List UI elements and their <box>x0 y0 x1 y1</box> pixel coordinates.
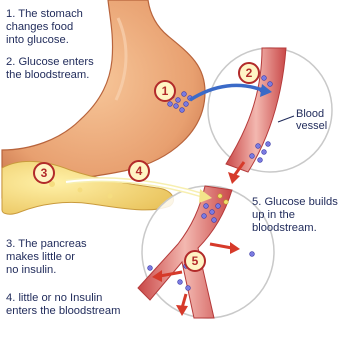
step-4-caption: 4. little or no Insulin enters the blood… <box>6 292 186 318</box>
step-1-caption: 1. The stomach changes food into glucose… <box>6 8 124 47</box>
step-3-caption: 3. The pancreas makes little or no insul… <box>6 238 122 277</box>
step-marker-3: 3 <box>33 162 55 184</box>
step-marker-1: 1 <box>154 80 176 102</box>
step-2-caption: 2. Glucose enters the bloodstream. <box>6 56 138 82</box>
step-marker-2: 2 <box>238 62 260 84</box>
step-5-caption: 5. Glucose builds up in the bloodstream. <box>252 196 348 235</box>
step-marker-4: 4 <box>128 160 150 182</box>
step-marker-5: 5 <box>184 250 206 272</box>
blood-vessel-label: Blood vessel <box>296 108 346 132</box>
